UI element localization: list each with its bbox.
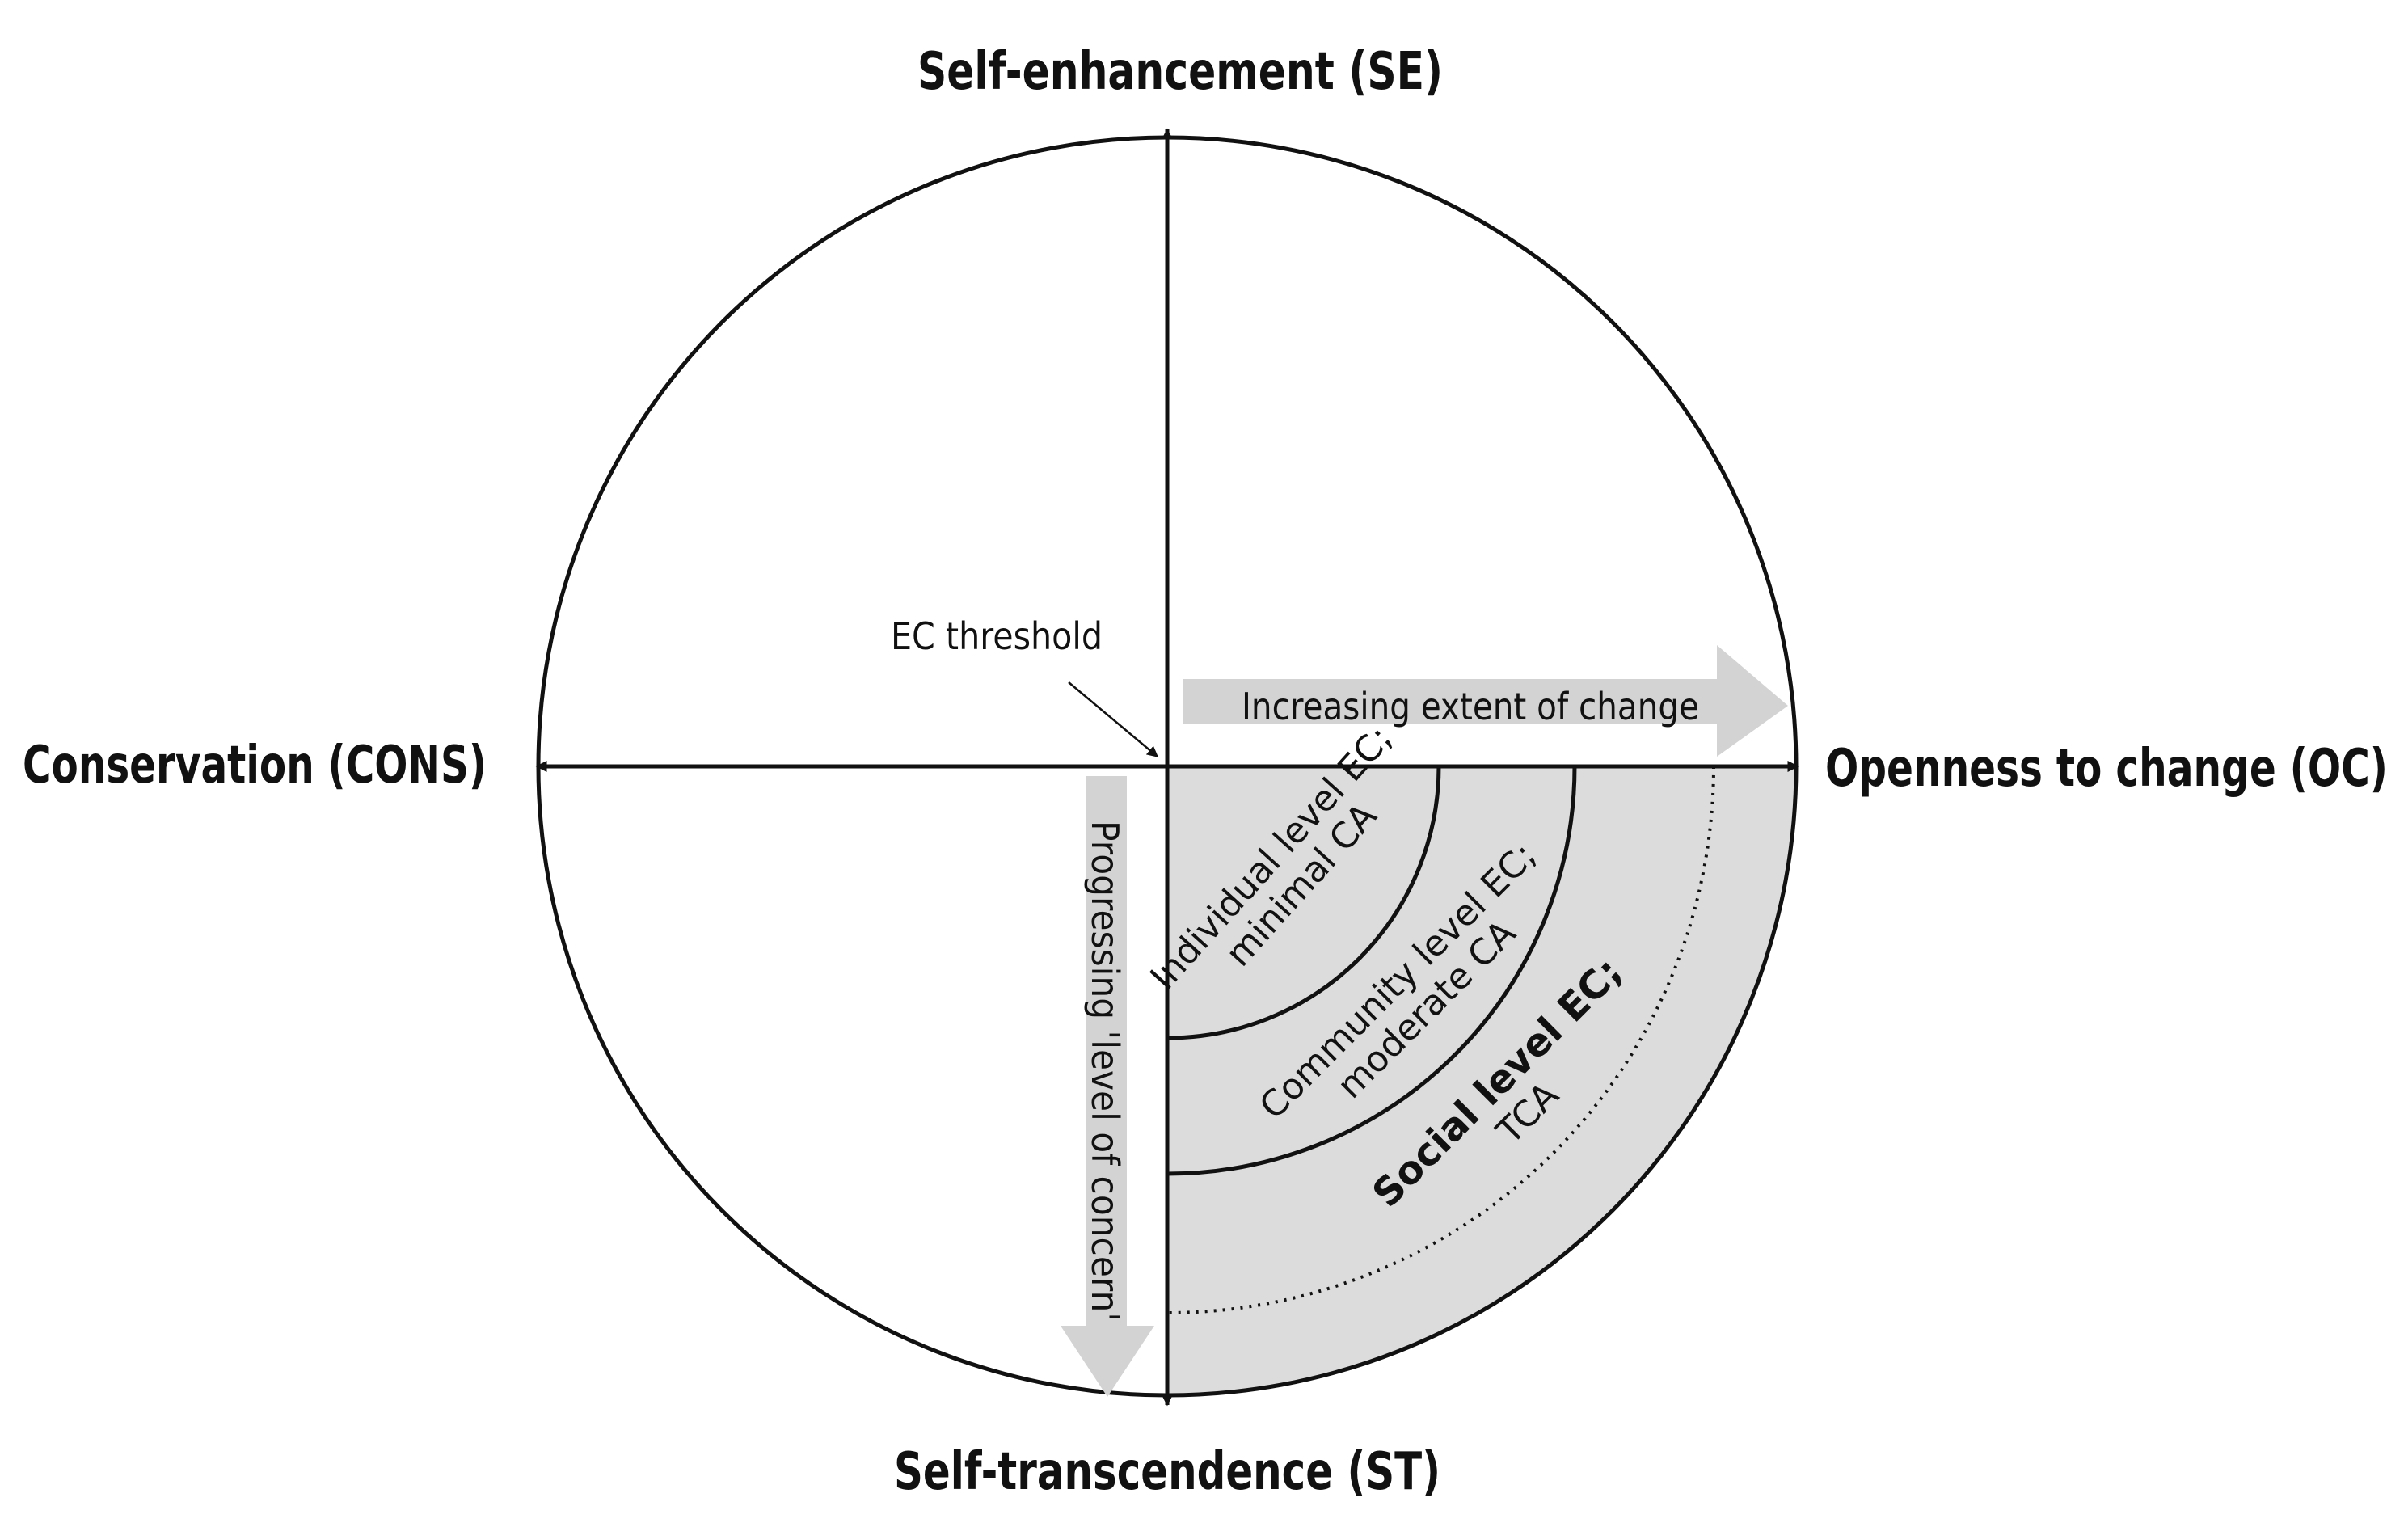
social-level-arc [1166,766,1715,1314]
ec-threshold-pointer [1068,681,1159,757]
individual-level-arc [1166,766,1441,1040]
axis-label-right: Openness to change (OC) [1825,739,2388,799]
axis-label-bottom: Self-transcendence (ST) [894,1442,1440,1502]
axis-label-top: Self-enhancement (SE) [917,42,1443,102]
community-level-arc [1166,766,1577,1176]
level-of-concern-arrow [1061,776,1154,1397]
extent-of-change-label: Increasing extent of change [1242,685,1699,728]
level-of-concern-label: Progressing 'level of concern' [1083,821,1127,1322]
ec-threshold-label: EC threshold [891,614,1103,658]
axis-label-left: Conservation (CONS) [23,736,487,795]
shaded-quadrant [1167,766,1796,1395]
extent-of-change-arrow [1183,645,1788,757]
